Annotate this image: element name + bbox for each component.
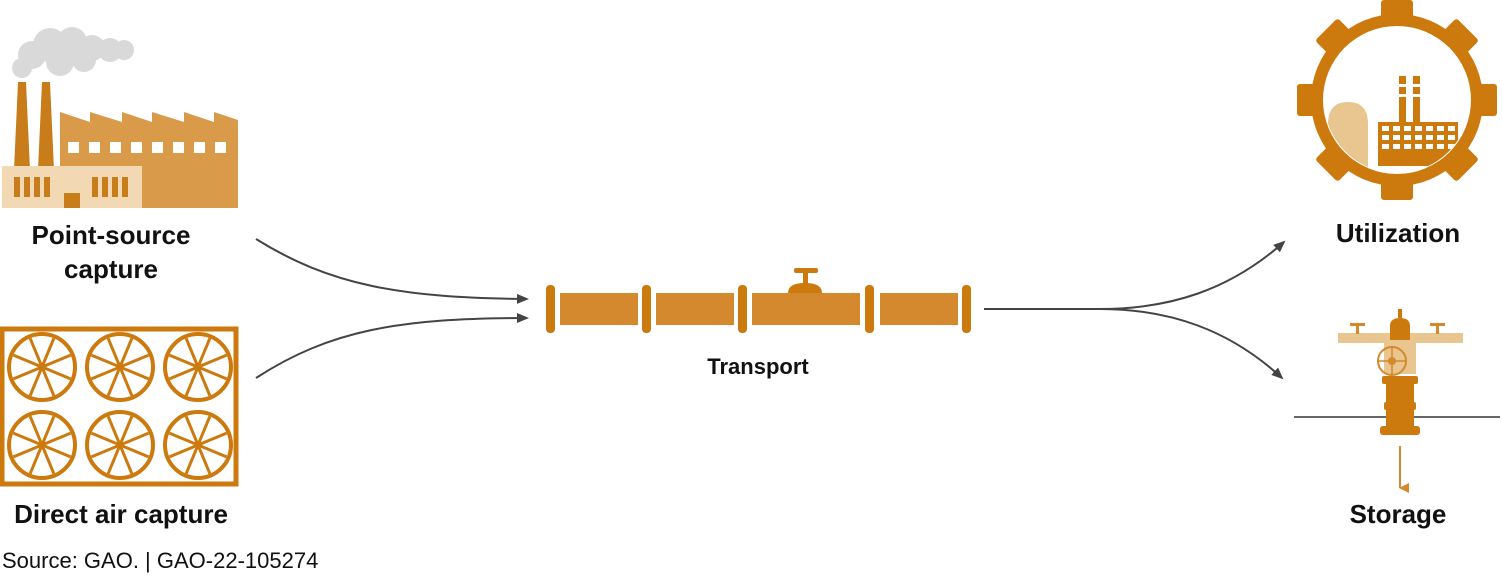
point-source-label-line2: capture <box>64 254 158 284</box>
arrow-point-source-to-transport <box>255 238 529 304</box>
source-note: Source: GAO. | GAO-22-105274 <box>2 548 319 573</box>
factory-icon <box>2 27 238 208</box>
point-source-label: Point-source capture <box>0 218 222 286</box>
flow-arrows <box>255 238 1286 380</box>
wellhead-icon <box>1294 309 1500 493</box>
utilization-label: Utilization <box>1335 218 1461 248</box>
arrow-transport-to-storage <box>1099 308 1284 380</box>
direct-air-label: Direct air capture <box>14 499 228 529</box>
point-source-label-line1: Point-source <box>31 220 191 250</box>
gear-icon <box>1297 0 1497 200</box>
fan-array-icon <box>0 326 239 487</box>
storage-label: Storage <box>1349 499 1447 529</box>
transport-label: Transport <box>707 354 809 379</box>
arrow-direct-air-to-transport <box>255 313 529 379</box>
pipeline-icon <box>546 268 971 333</box>
arrow-transport-to-utilization <box>984 240 1286 310</box>
